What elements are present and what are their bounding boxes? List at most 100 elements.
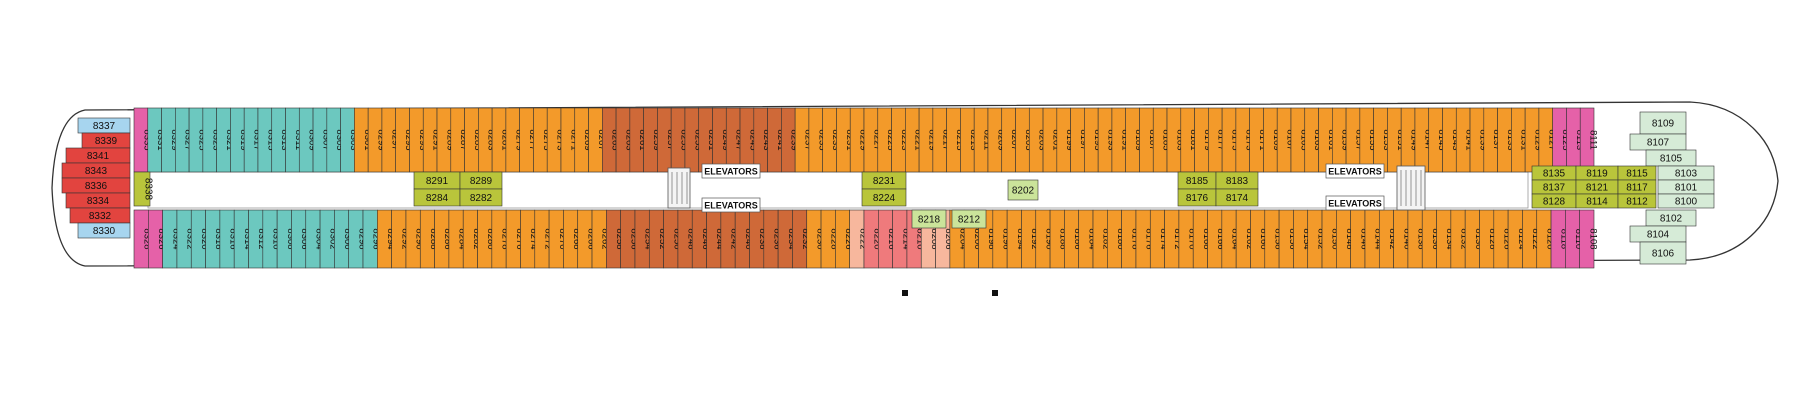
cabin[interactable]: 8256: [620, 209, 640, 269]
cabin-number: 8238: [757, 228, 768, 249]
cabin[interactable]: 8336: [61, 177, 131, 194]
cabin[interactable]: 8234: [777, 209, 797, 269]
cabin-number: 8322: [185, 228, 196, 249]
cabin[interactable]: 8121: [1575, 179, 1619, 195]
cabin[interactable]: 8212: [951, 209, 987, 229]
cabin-number: 8259: [651, 129, 662, 150]
cabin[interactable]: 8187: [1139, 107, 1158, 173]
cabin[interactable]: 8156: [1278, 209, 1298, 269]
cabin[interactable]: 8296: [362, 209, 382, 269]
cabin[interactable]: 8182: [1092, 209, 1112, 269]
cabin[interactable]: 8163: [1304, 107, 1323, 173]
cabin[interactable]: 8334: [65, 192, 131, 209]
cabin[interactable]: 8104: [1629, 225, 1687, 243]
cabin[interactable]: 8231: [836, 107, 855, 173]
cabin[interactable]: 8311: [285, 107, 304, 173]
cabin[interactable]: 8218: [911, 209, 947, 229]
cabin[interactable]: 8100: [1657, 193, 1715, 209]
cabin[interactable]: 8103: [1657, 165, 1715, 181]
cabin[interactable]: 8174: [1215, 188, 1259, 207]
cabin[interactable]: 8185: [1152, 107, 1172, 173]
cabin[interactable]: 8168: [1192, 209, 1212, 269]
cabin[interactable]: 8290: [405, 209, 425, 269]
cabin[interactable]: 8101: [1657, 179, 1715, 195]
cabin[interactable]: 8305: [326, 107, 345, 173]
cabin[interactable]: 8183: [1215, 171, 1259, 190]
cabin[interactable]: 8282: [459, 188, 503, 207]
cabin-number: 8128: [1543, 197, 1566, 208]
cabin[interactable]: 8337: [77, 117, 131, 134]
cabin[interactable]: 8169: [1263, 107, 1282, 173]
cabin[interactable]: 8115: [1617, 165, 1657, 181]
cabin[interactable]: 8186: [1064, 209, 1083, 269]
cabin[interactable]: 8237: [794, 107, 814, 173]
cabin[interactable]: 8137: [1531, 179, 1577, 195]
cabin[interactable]: 8112: [1617, 193, 1657, 209]
cabin[interactable]: 8152: [1307, 209, 1327, 269]
cabin[interactable]: 8128: [1531, 193, 1577, 209]
cabin[interactable]: 8135: [1531, 165, 1577, 181]
cabin[interactable]: 8338: [133, 171, 154, 207]
cabin-number: 8241: [775, 129, 786, 150]
cabin-number: 8303: [348, 129, 359, 150]
cabin[interactable]: 8330: [77, 222, 131, 239]
cabin[interactable]: 8195: [1084, 107, 1103, 173]
cabin[interactable]: 8252: [648, 209, 668, 269]
cabin-number: 8167: [1285, 129, 1296, 150]
cabin[interactable]: 8109: [1639, 111, 1687, 135]
cabin[interactable]: 8284: [413, 188, 461, 207]
cabin[interactable]: 8289: [459, 171, 503, 190]
cabin[interactable]: 8291: [413, 171, 461, 190]
cabin[interactable]: 8331: [147, 107, 166, 173]
cabin[interactable]: 8194: [1006, 209, 1026, 269]
cabin[interactable]: 8268: [563, 209, 582, 269]
cabin[interactable]: 8119: [1575, 165, 1619, 181]
cabin[interactable]: 8183: [1166, 107, 1185, 173]
cabin[interactable]: 8231: [861, 171, 907, 190]
cabin[interactable]: 8253: [684, 107, 703, 173]
cabin[interactable]: 8310: [262, 209, 282, 269]
cabin-number: 8138: [1416, 228, 1427, 249]
cabin[interactable]: 8176: [1177, 188, 1217, 207]
cabin[interactable]: 8341: [65, 147, 131, 164]
cabin[interactable]: 8292: [391, 209, 411, 269]
cabin[interactable]: 8316: [219, 209, 239, 269]
cabin[interactable]: 8106: [1639, 241, 1687, 265]
cabin[interactable]: 8254: [634, 209, 654, 269]
cabin[interactable]: 8108: [1579, 209, 1599, 269]
cabin-number: 8142: [1387, 228, 1398, 249]
cabin[interactable]: 8282: [462, 209, 482, 269]
cabin[interactable]: 8133: [1497, 107, 1516, 173]
cabin-number: 8108: [1587, 228, 1598, 249]
cabin-number: 8251: [706, 129, 717, 150]
cabin-number: 8109: [1652, 119, 1675, 130]
cabin[interactable]: 8105: [1645, 149, 1697, 167]
cabin[interactable]: 8286: [434, 209, 454, 269]
cabin-number: 8315: [265, 129, 276, 150]
cabin[interactable]: 8196: [992, 209, 1012, 269]
cabin[interactable]: 8250: [663, 209, 683, 269]
cabin[interactable]: 8107: [1629, 133, 1687, 151]
cabin[interactable]: 8298: [348, 209, 368, 269]
cabin[interactable]: 8304: [305, 209, 325, 269]
cabin[interactable]: 8117: [1617, 179, 1657, 195]
cabin[interactable]: 8332: [69, 207, 131, 224]
cabin-number: 8292: [399, 228, 410, 249]
cabin-number: 8204: [958, 228, 969, 249]
cabin-number: 8100: [1675, 197, 1698, 208]
cabin[interactable]: 8126: [1493, 209, 1513, 269]
lower-platform-post-right: [992, 290, 998, 296]
cabin[interactable]: 8185: [1177, 171, 1217, 190]
cabin[interactable]: 8220: [863, 209, 883, 269]
cabin[interactable]: 8178: [1121, 209, 1141, 269]
cabin[interactable]: 8202: [1007, 179, 1039, 201]
cabin[interactable]: 8102: [1645, 209, 1697, 227]
cabin[interactable]: 8343: [61, 162, 131, 179]
cabin[interactable]: 8114: [1575, 193, 1619, 209]
cabin[interactable]: 8314: [233, 209, 253, 269]
cabin[interactable]: 8339: [81, 132, 131, 149]
cabin-number: 8184: [1086, 228, 1097, 249]
cabin[interactable]: 8224: [861, 188, 907, 207]
cabin[interactable]: 8329: [161, 107, 180, 173]
cabin-number: 8285: [472, 129, 483, 150]
